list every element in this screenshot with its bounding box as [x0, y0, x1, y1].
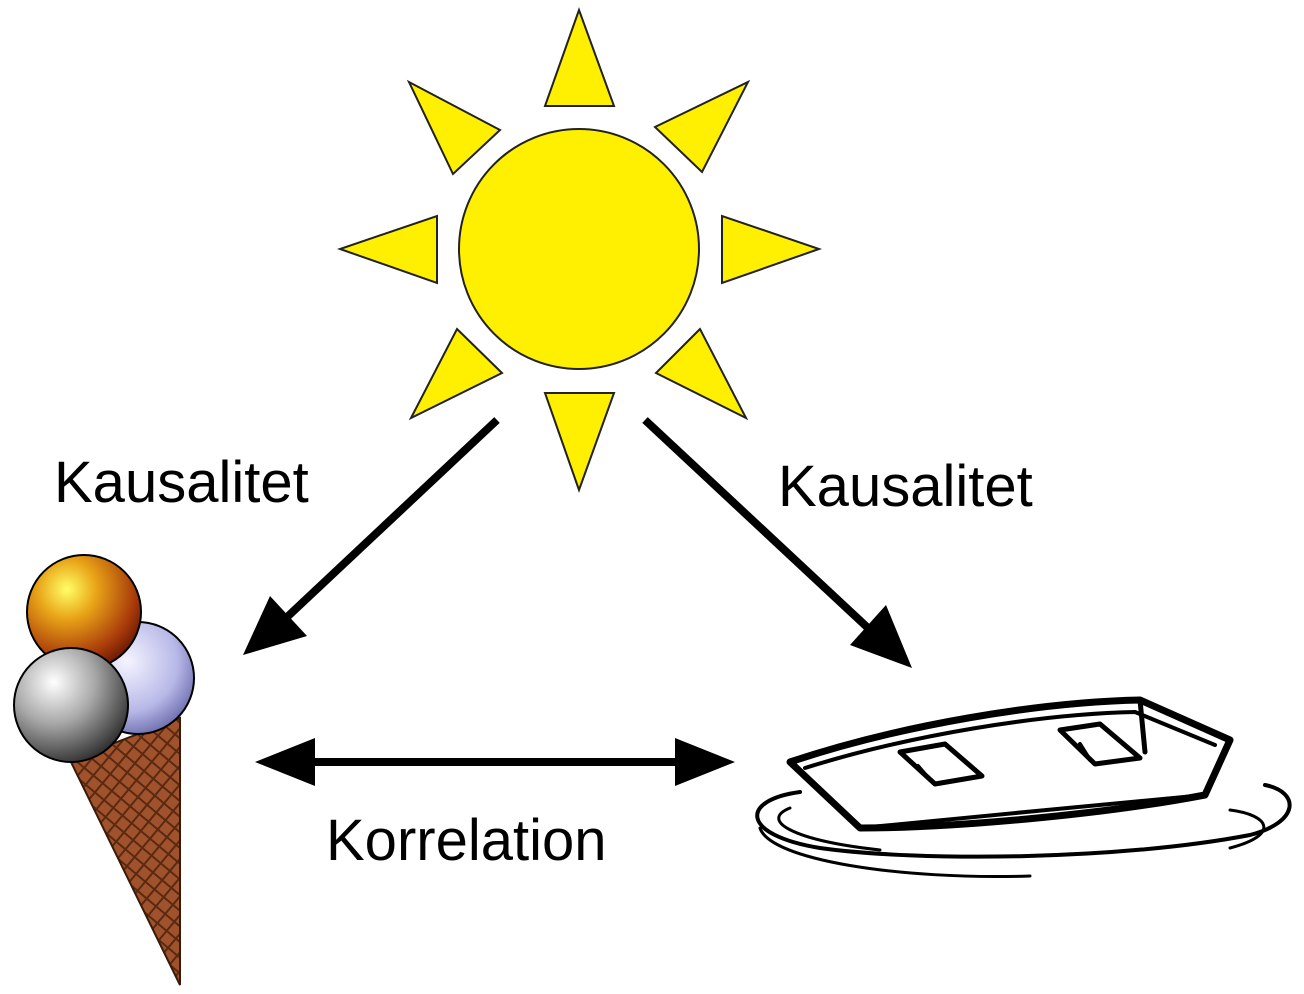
sun-ray-top — [543, 7, 616, 107]
water-ripple-right — [1228, 808, 1266, 850]
sun-ray-bottom — [543, 392, 616, 493]
water-ripple-left — [777, 806, 882, 852]
causality-arrow-left — [243, 417, 500, 655]
ice-cream-icon — [13, 554, 195, 986]
boat-seat-front — [897, 741, 985, 787]
causality-label-right: Kausalitet — [778, 454, 1033, 519]
sun-ray-right — [721, 214, 823, 285]
correlation-label: Korrelation — [326, 808, 607, 873]
sun-ray-top-right — [653, 79, 751, 174]
boat-keel — [858, 793, 1207, 830]
ice-cream-cone — [68, 716, 181, 986]
correlation-arrow — [255, 738, 735, 786]
sun-ray-bottom-left — [408, 327, 504, 421]
sun-ray-bottom-right — [654, 327, 749, 421]
rowboat-icon — [755, 696, 1292, 878]
ice-cream-scoop-gray — [13, 647, 129, 763]
sun-disc — [458, 128, 700, 370]
water-ripple-bottom — [758, 826, 1032, 878]
boat-seat-back — [1057, 721, 1143, 767]
water-ripple-outer — [755, 783, 1292, 859]
causality-label-left: Kausalitet — [54, 450, 309, 515]
sun-icon — [336, 7, 823, 493]
boat-gunwale — [803, 710, 1217, 770]
sun-ray-left — [336, 214, 438, 285]
sun-ray-top-left — [406, 79, 502, 176]
causality-arrow-right — [642, 417, 912, 668]
boat-transom — [1137, 697, 1148, 755]
boat-hull — [786, 696, 1234, 832]
